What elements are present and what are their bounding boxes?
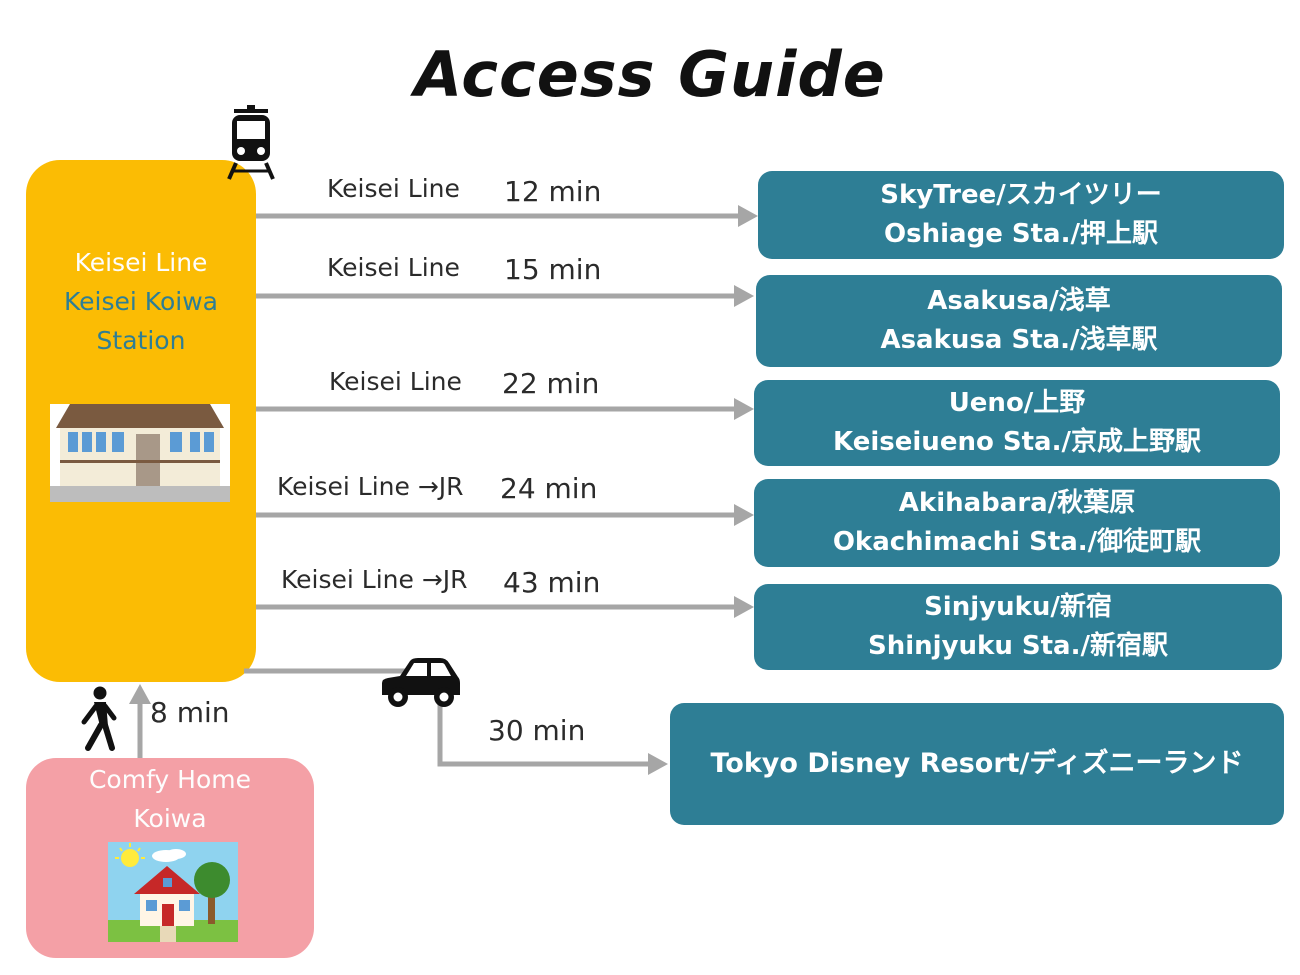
route-travel-time: 12 min (504, 175, 602, 208)
route-line-label: Keisei Line →JR (277, 472, 464, 501)
route-line-label: Keisei Line (329, 367, 462, 396)
route-line-label: Keisei Line (327, 174, 460, 203)
destination-name: Ueno/上野 (948, 388, 1086, 418)
drive-arrow (244, 668, 650, 767)
destination-station: Oshiage Sta./押上駅 (884, 219, 1158, 249)
walk-travel-time: 8 min (150, 696, 230, 729)
destination-name: Asakusa/浅草 (927, 286, 1111, 316)
route-line-label: Keisei Line (327, 253, 460, 282)
destination-box-asakusa: Asakusa/浅草 Asakusa Sta./浅草駅 (756, 275, 1282, 367)
destination-box-skytree: SkyTree/スカイツリー Oshiage Sta./押上駅 (758, 171, 1284, 259)
station-name-line2: Station (96, 326, 186, 355)
destination-name: Tokyo Disney Resort/ディズニーランド (710, 747, 1244, 779)
page-title: Access Guide (414, 38, 886, 111)
home-name-line1: Comfy Home (88, 765, 252, 794)
route-travel-time: 24 min (500, 472, 598, 505)
car-icon (382, 658, 460, 707)
route-travel-time: 15 min (504, 253, 602, 286)
home-name-line2: Koiwa (133, 804, 207, 833)
station-line-label: Keisei Line (74, 248, 208, 277)
destination-station: Asakusa Sta./浅草駅 (880, 325, 1158, 355)
destination-name: Sinjyuku/新宿 (924, 592, 1112, 622)
destination-station: Keiseiueno Sta./京成上野駅 (833, 427, 1201, 457)
destination-name: Akihabara/秋葉原 (898, 488, 1136, 518)
walking-person-icon (81, 686, 117, 751)
destination-box-disney: Tokyo Disney Resort/ディズニーランド (670, 703, 1284, 825)
house-icon (108, 842, 238, 942)
station-building-icon (50, 404, 230, 502)
destination-name: SkyTree/スカイツリー (880, 180, 1162, 210)
destination-box-ueno: Ueno/上野 Keiseiueno Sta./京成上野駅 (754, 380, 1280, 466)
drive-travel-time: 30 min (488, 714, 586, 747)
destination-station: Okachimachi Sta./御徒町駅 (832, 527, 1202, 557)
station-name-line1: Keisei Koiwa (64, 287, 218, 316)
destination-station: Shinjyuku Sta./新宿駅 (868, 631, 1168, 661)
route-line-label: Keisei Line →JR (281, 565, 468, 594)
destination-box-shinjuku: Sinjyuku/新宿 Shinjyuku Sta./新宿駅 (754, 584, 1282, 670)
destination-box-akihabara: Akihabara/秋葉原 Okachimachi Sta./御徒町駅 (754, 479, 1280, 567)
route-travel-time: 22 min (502, 367, 600, 400)
train-icon (227, 105, 275, 180)
route-travel-time: 43 min (503, 566, 601, 599)
